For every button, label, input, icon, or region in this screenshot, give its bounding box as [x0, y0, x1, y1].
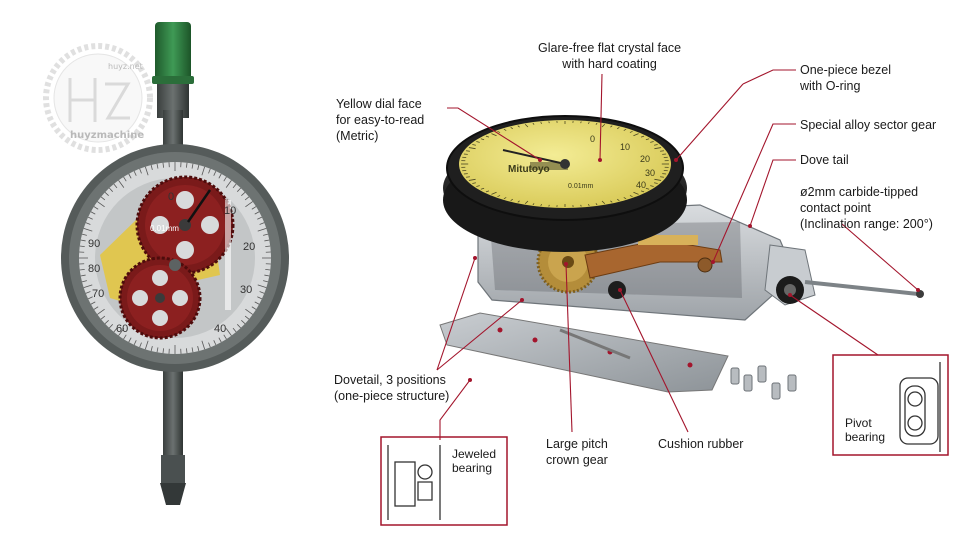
green-cap	[155, 22, 191, 80]
watermark-logo	[43, 43, 153, 153]
watermark-site: huyz.net	[108, 62, 143, 71]
right-dial-number-40: 40	[636, 180, 646, 190]
lower-stem	[163, 360, 183, 470]
left-dial-number-80: 80	[88, 263, 100, 275]
left-dial-number-0: 0	[168, 191, 174, 203]
left-dial-number-60: 60	[116, 323, 128, 335]
upper-gear	[135, 175, 235, 275]
right-dial-brand: Mitutoyo	[508, 164, 550, 175]
label-dovetail-positions: Dovetail, 3 positions(one-piece structur…	[334, 373, 450, 403]
left-dial-number-30: 30	[240, 284, 252, 296]
label-dove-tail: Dove tail	[800, 153, 849, 167]
left-dial-range: 0.01mm	[150, 224, 179, 233]
jeweled-bearing-inset	[380, 436, 508, 526]
left-needle	[186, 189, 212, 223]
right-dial-ticks	[461, 121, 669, 207]
left-dial-number-10: 10	[224, 205, 236, 217]
right-dial-number-20: 20	[640, 154, 650, 164]
contact-tip	[160, 483, 186, 505]
label-cushion-rubber: Cushion rubber	[658, 437, 744, 451]
contact-stylus	[804, 280, 919, 296]
back-plate	[439, 312, 729, 393]
pivot-bearing-inset	[832, 354, 949, 456]
right-dial-number-10: 10	[620, 142, 630, 152]
right-needle	[502, 149, 566, 165]
lower-gear	[118, 256, 202, 340]
cushion-rubber-part	[608, 281, 626, 299]
screws	[730, 365, 797, 400]
test-indicator	[380, 69, 949, 526]
left-dial-number-70: 70	[92, 288, 104, 300]
right-dial-number-30: 30	[645, 168, 655, 178]
left-dial-ticks	[79, 162, 271, 354]
right-dial-number-0: 0	[590, 134, 595, 144]
left-dial-number-20: 20	[243, 241, 255, 253]
label-sector-gear: Special alloy sector gear	[800, 118, 937, 132]
left-dial-number-40: 40	[214, 323, 226, 335]
leader-lines	[436, 69, 919, 440]
dial-gauge-left	[61, 22, 289, 505]
left-dial-number-90: 90	[88, 238, 100, 250]
watermark-brand: huyzmachine	[70, 130, 145, 141]
right-dial-range: 0.01mm	[568, 183, 593, 190]
